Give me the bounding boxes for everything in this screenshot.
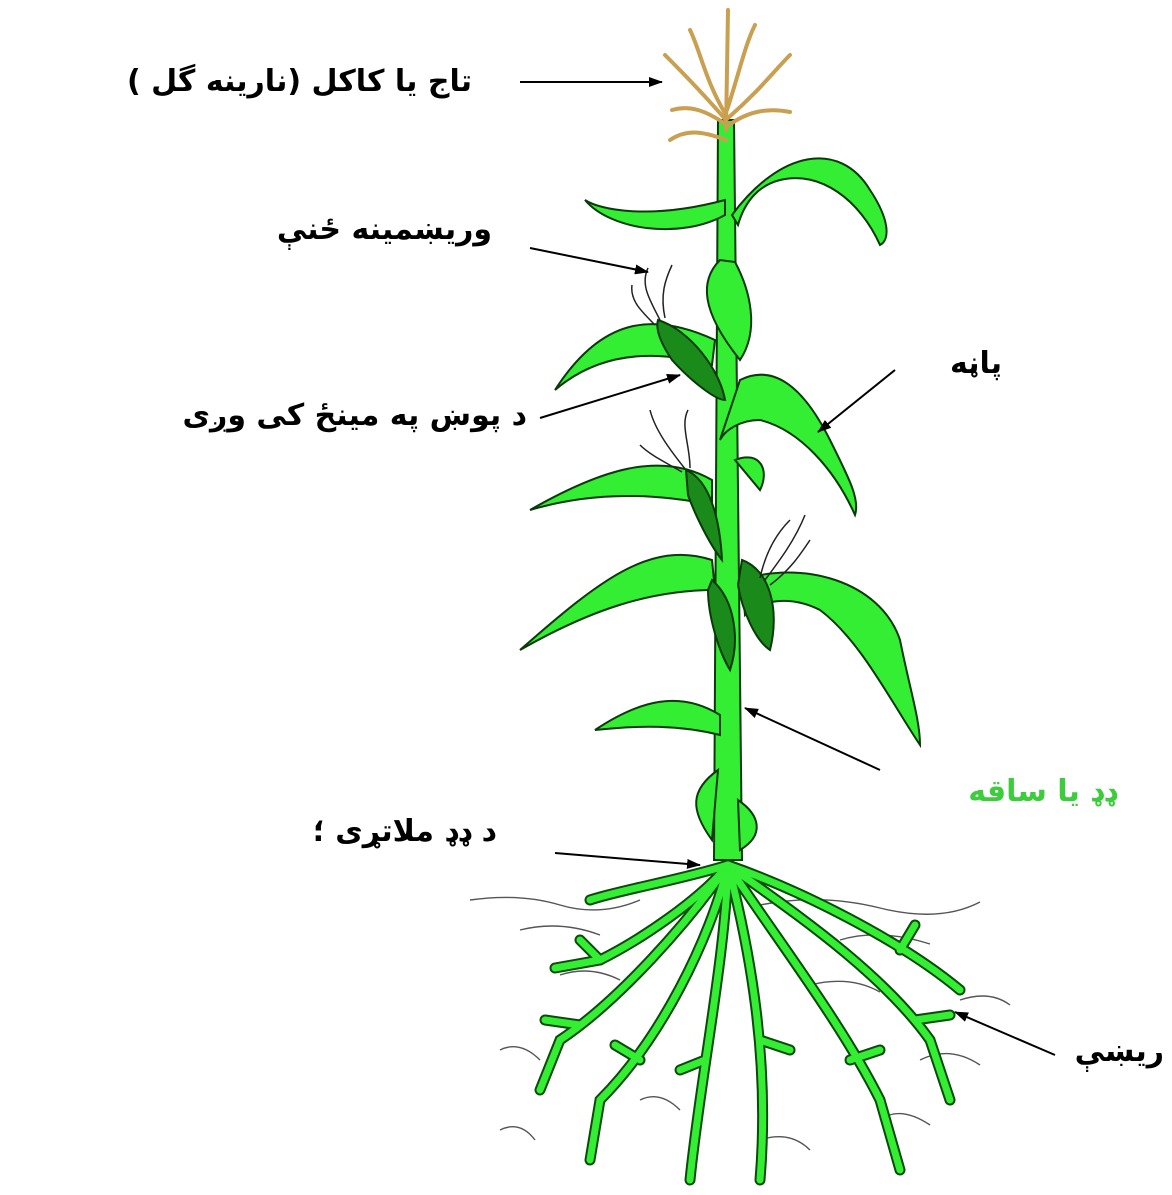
arrow-silk [530,248,648,272]
arrow-leaf [818,370,895,432]
label-leaf: پاڼه [950,344,1002,384]
label-roots: ریښې [1075,1032,1164,1072]
label-prop-roots: د ډډ ملاتړی ؛ [313,812,497,852]
arrow-prop-roots [555,853,700,865]
label-tassel: تاج یا کاکل (نارینه گل ) [127,62,472,102]
label-silk: وریښمینه ځنې [277,210,492,250]
label-ear-in-husk: د پوښ په مینځ کی وږی [183,396,527,436]
tassel [665,10,790,140]
arrow-roots [955,1012,1055,1055]
arrow-stem [745,708,880,770]
stem [714,120,742,860]
label-stem: ډډ یا ساقه [968,772,1117,812]
